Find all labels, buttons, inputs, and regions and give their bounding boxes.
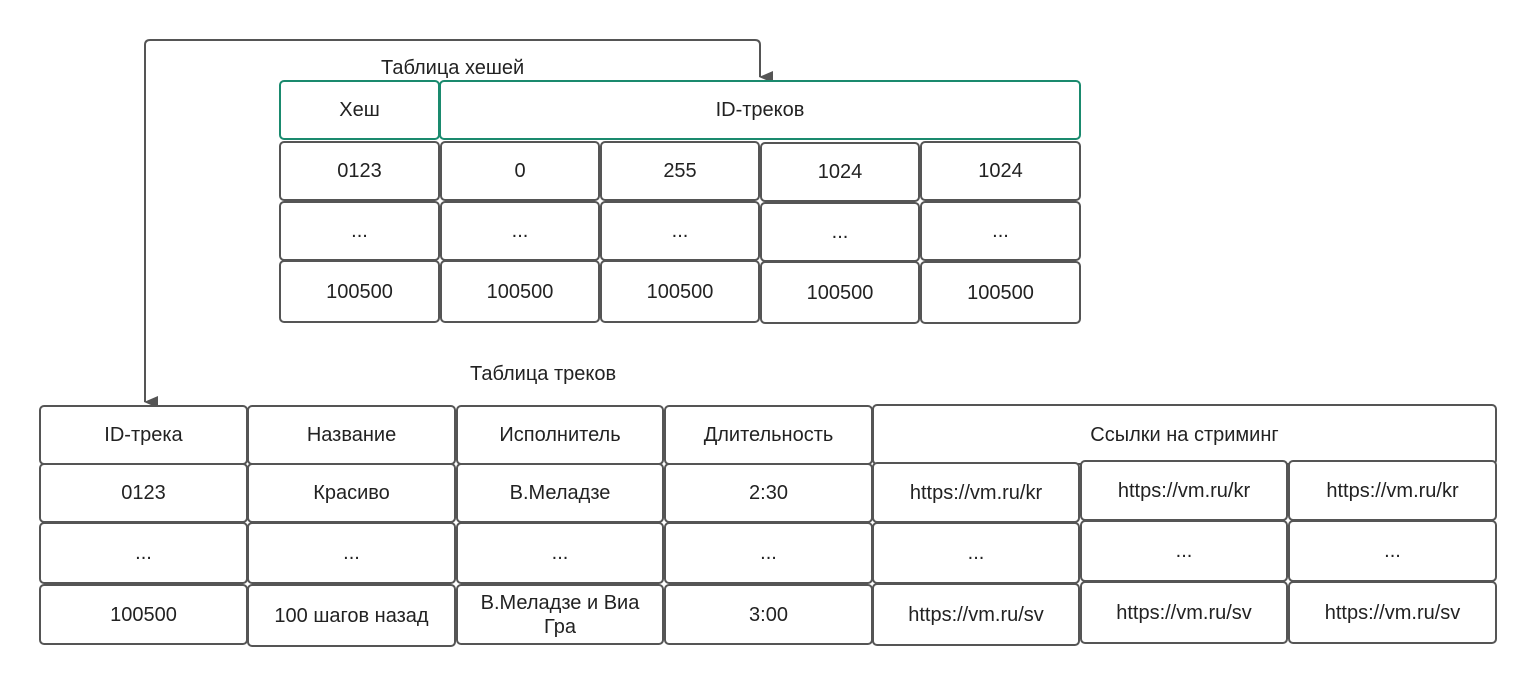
- track-artist-cell: В.Меладзе и Виа Гра: [456, 584, 664, 645]
- track-id-cell: 100500: [760, 261, 920, 324]
- track-duration-cell: ...: [664, 522, 873, 584]
- streaming-link-cell: https://vm.ru/sv: [1288, 581, 1497, 644]
- header-duration: Длительность: [664, 405, 873, 465]
- track-duration-cell: 3:00: [664, 584, 873, 645]
- track-id-cell: 100500: [440, 260, 600, 323]
- streaming-link-cell: https://vm.ru/kr: [1080, 460, 1288, 521]
- streaming-link-cell: https://vm.ru/sv: [872, 583, 1080, 646]
- header-track-id: ID-трека: [39, 405, 248, 465]
- track-title-cell: Красиво: [247, 463, 456, 523]
- hash-cell: 0123: [279, 141, 440, 201]
- streaming-link-cell: ...: [1288, 520, 1497, 582]
- hash-table-title: Таблица хешей: [381, 57, 525, 79]
- track-table-title: Таблица треков: [470, 363, 617, 385]
- hash-header-cell: Хеш: [279, 80, 440, 140]
- track-title-cell: ...: [247, 522, 456, 584]
- streaming-link-cell: https://vm.ru/kr: [872, 462, 1080, 523]
- track-id-cell: 100500: [39, 584, 248, 645]
- track-artist-cell: В.Меладзе: [456, 463, 664, 523]
- track-artist-cell: ...: [456, 522, 664, 584]
- track-id-cell: ...: [920, 201, 1081, 261]
- track-id-cell: 1024: [760, 142, 920, 202]
- hash-cell: ...: [279, 201, 440, 261]
- track-id-cell: 0: [440, 141, 600, 201]
- track-id-cell: ...: [600, 201, 760, 261]
- hash-cell: 100500: [279, 260, 440, 323]
- track-id-cell: 0123: [39, 463, 248, 523]
- track-id-cell: ...: [760, 202, 920, 262]
- streaming-link-cell: ...: [1080, 520, 1288, 582]
- track-id-cell: 255: [600, 141, 760, 201]
- track-duration-cell: 2:30: [664, 463, 873, 523]
- header-title: Название: [247, 405, 456, 465]
- streaming-link-cell: https://vm.ru/kr: [1288, 460, 1497, 521]
- streaming-link-cell: https://vm.ru/sv: [1080, 581, 1288, 644]
- streaming-link-cell: ...: [872, 522, 1080, 584]
- track-id-cell: 100500: [600, 260, 760, 323]
- arrow-to-track-ids: [144, 39, 773, 395]
- track-id-cell: 1024: [920, 141, 1081, 201]
- track-ids-header-cell: ID-треков: [439, 80, 1081, 140]
- header-streaming-links: Ссылки на стриминг: [872, 404, 1497, 465]
- track-title-cell: 100 шагов назад: [247, 584, 456, 647]
- track-id-cell: ...: [39, 522, 248, 584]
- track-id-cell: ...: [440, 201, 600, 261]
- track-id-cell: 100500: [920, 261, 1081, 324]
- header-artist: Исполнитель: [456, 405, 664, 465]
